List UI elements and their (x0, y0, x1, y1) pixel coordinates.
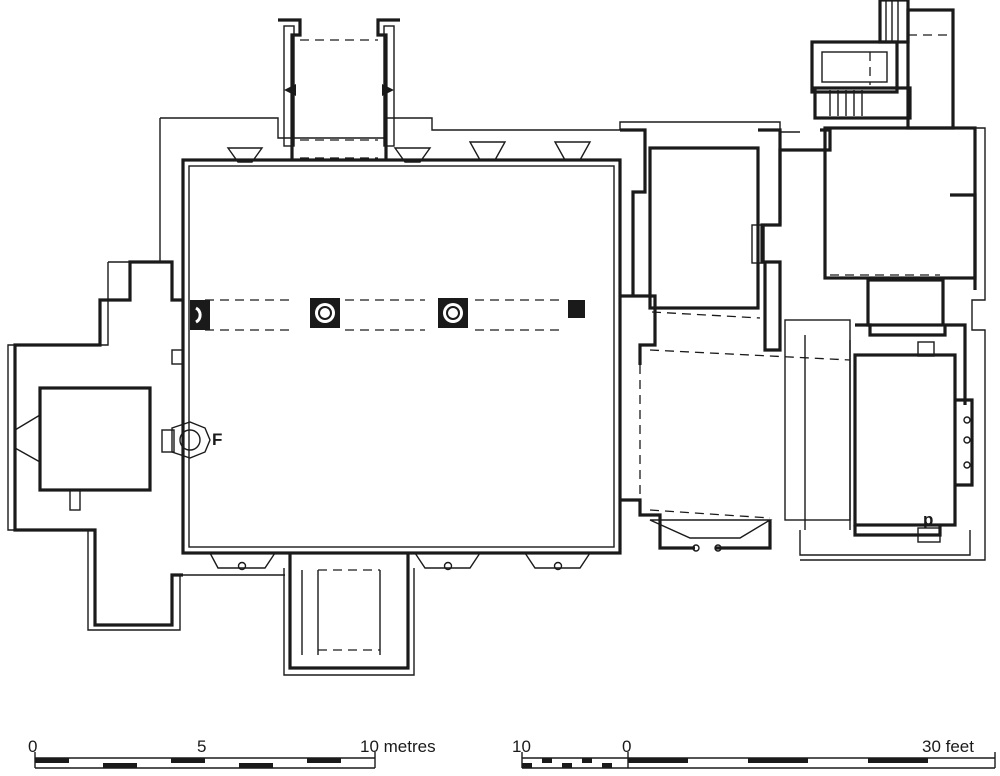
scale-metric-tick-0: 0 (28, 737, 37, 756)
font (161, 421, 211, 459)
scale-imperial-tick-1: 0 (622, 737, 631, 756)
nave (181, 158, 622, 555)
scale-metric-tick-2: 10 metres (360, 737, 436, 756)
nave-outer-wall (7, 117, 800, 631)
south-porch (283, 553, 415, 676)
scale-bar-imperial (521, 752, 996, 769)
south-chapel (649, 319, 851, 530)
east-chancel (799, 323, 974, 556)
scale-imperial-tick-2: 30 feet (922, 737, 974, 756)
scale-imperial-tick-0: 10 (512, 737, 531, 756)
scale-metric-tick-1: 5 (197, 737, 206, 756)
west-tower (13, 260, 184, 627)
east-outer-wall (800, 127, 986, 561)
arcade-piers (190, 298, 585, 330)
chancel (620, 128, 773, 552)
east-vestry (778, 126, 977, 327)
north-porch (278, 18, 400, 160)
font-label: F (212, 430, 222, 449)
south-windows (208, 552, 592, 571)
piscina-label: p (923, 510, 933, 529)
scale-bar-metric (34, 752, 376, 769)
north-windows (226, 141, 592, 163)
stair-turret (810, 0, 955, 130)
north-chapel (648, 128, 782, 352)
